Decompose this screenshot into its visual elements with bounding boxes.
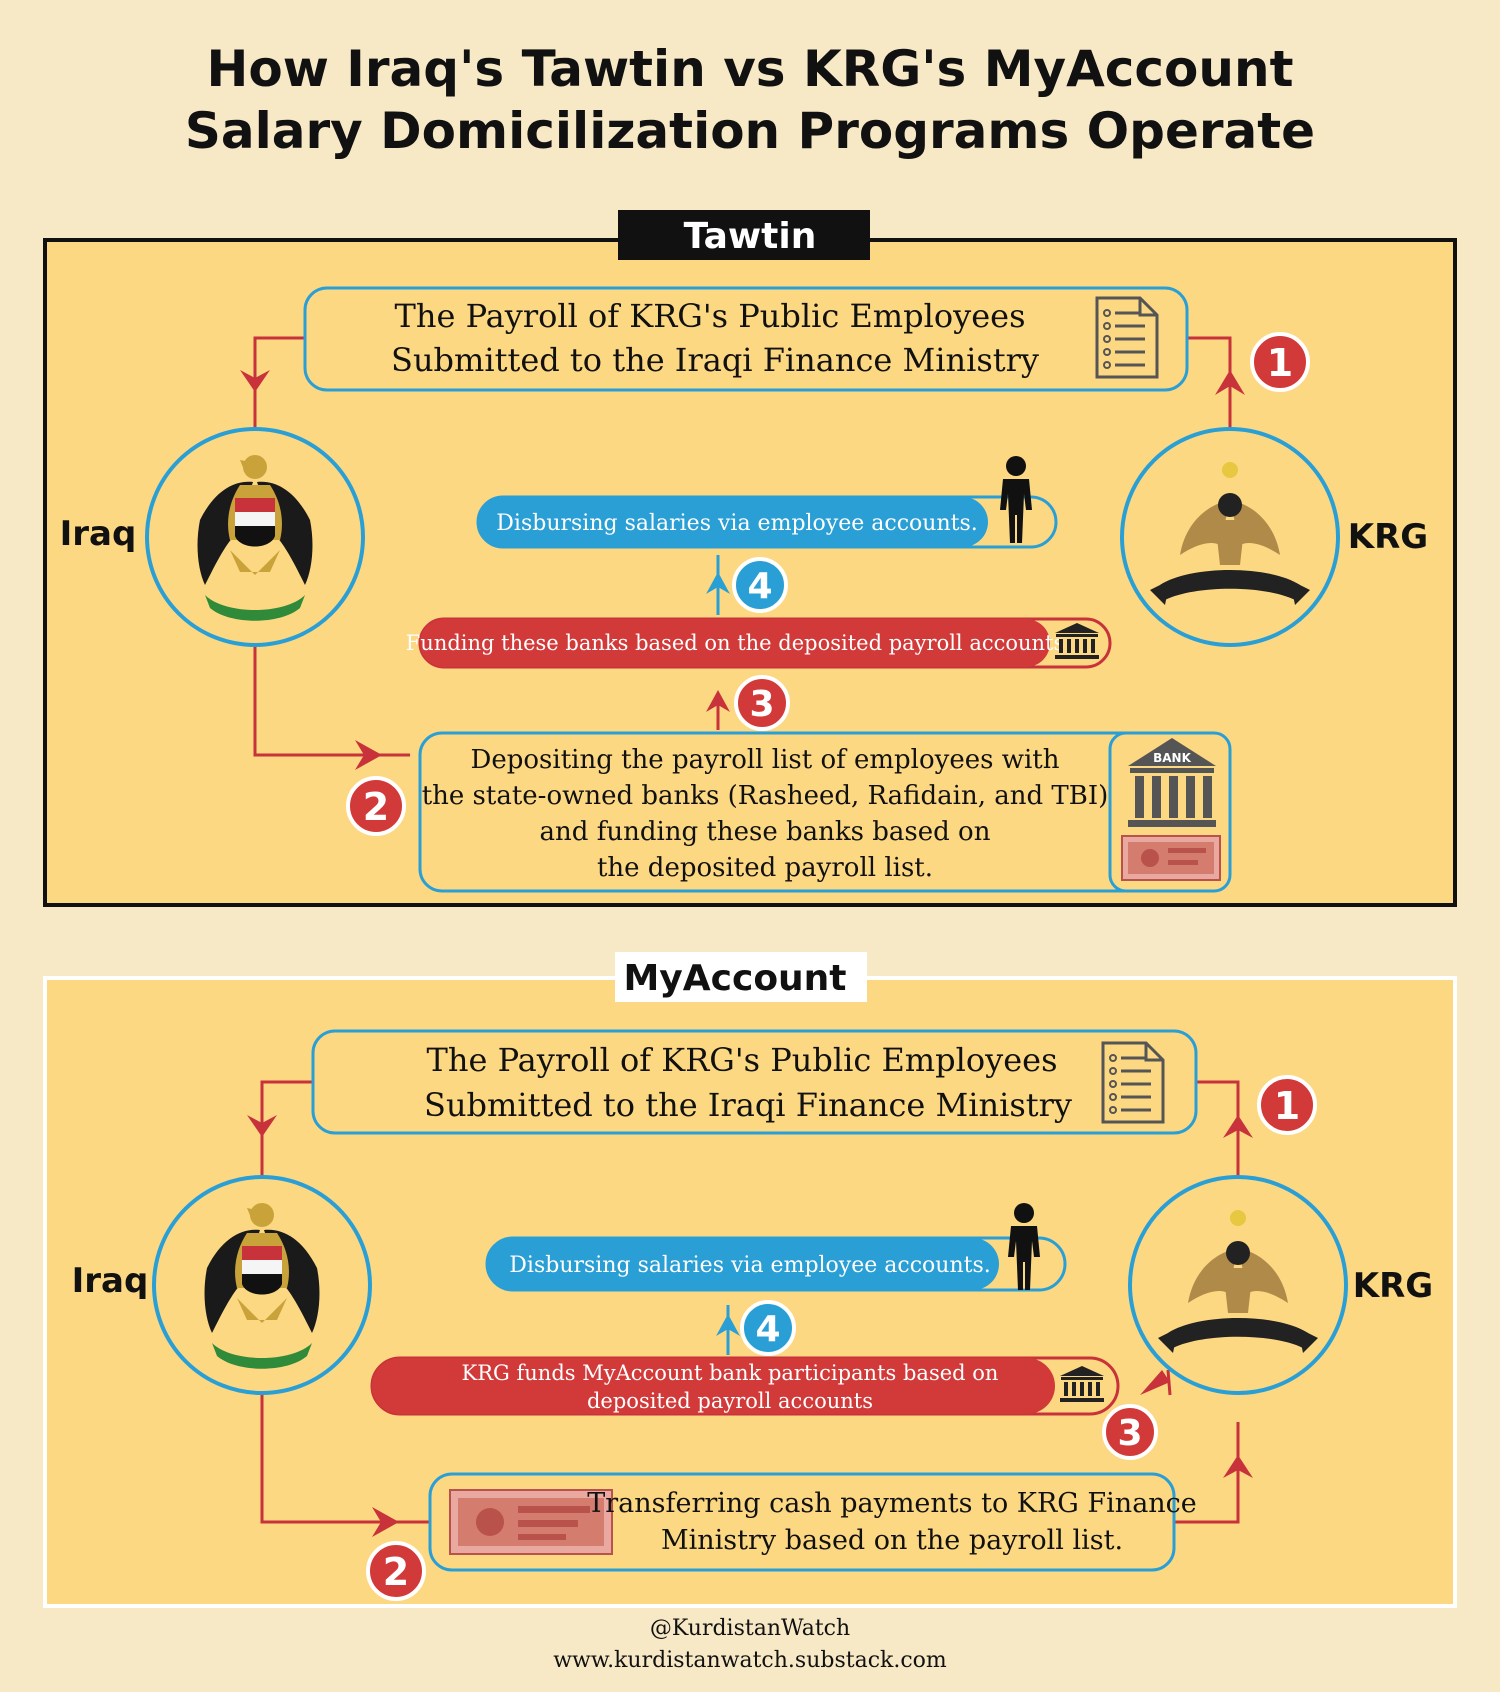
svg-text:4: 4	[755, 1309, 780, 1350]
dinar-banknote-icon	[449, 1489, 613, 1555]
svg-text:3: 3	[1117, 1413, 1142, 1454]
tawtin-depositing-line-3: and funding these banks based on	[540, 817, 991, 847]
myaccount-funding-pill	[372, 1358, 1055, 1414]
iraq-eagle-emblem-icon	[197, 455, 313, 621]
myaccount-payroll-line-2: Submitted to the Iraqi Finance Ministry	[424, 1086, 1072, 1124]
myaccount-step-1-badge: 1	[1257, 1075, 1317, 1135]
myaccount-transfer-line-1: Transferring cash payments to KRG Financ…	[587, 1488, 1197, 1519]
document-list-icon	[1095, 296, 1159, 379]
tawtin-payroll-line-1: The Payroll of KRG's Public Employees	[395, 297, 1026, 335]
tawtin-arrowhead-right	[355, 740, 382, 770]
bank-building-icon: BANK	[1128, 738, 1216, 827]
bank-icon	[1060, 1366, 1104, 1402]
myaccount-arrowhead-up-right	[1223, 1115, 1253, 1138]
myaccount-connector-krg-to-payroll	[1196, 1080, 1240, 1180]
myaccount-krg-label: KRG	[1353, 1266, 1433, 1306]
tawtin-funding-pill	[420, 619, 1050, 667]
svg-text:4: 4	[747, 566, 772, 607]
tawtin-krg-label: KRG	[1348, 517, 1428, 557]
tawtin-depositing-line-1: Depositing the payroll list of employees…	[471, 745, 1060, 775]
myaccount-arrowhead-down-left	[247, 1115, 277, 1137]
svg-text:2: 2	[363, 785, 389, 829]
myaccount-disbursing-text: Disbursing salaries via employee account…	[509, 1253, 990, 1278]
bank-sign-text: BANK	[1153, 751, 1191, 765]
main-title: How Iraq's Tawtin vs KRG's MyAccount Sal…	[0, 38, 1500, 162]
myaccount-connector-iraq-to-transfer	[260, 1392, 430, 1524]
krg-eagle-emblem-icon	[1158, 1210, 1318, 1353]
myaccount-arrowhead-right	[372, 1507, 399, 1537]
tawtin-panel: Tawtin The Payroll of KRG's Public Emplo…	[43, 210, 1457, 907]
myaccount-iraq-label: Iraq	[72, 1261, 149, 1301]
tawtin-step-2-badge: 2	[346, 776, 406, 836]
tawtin-step-1-badge: 1	[1250, 332, 1310, 392]
tawtin-payroll-box	[303, 286, 1189, 392]
tawtin-funding-text: Funding these banks based on the deposit…	[406, 631, 1065, 655]
tawtin-iraq-label: Iraq	[60, 514, 137, 554]
svg-text:3: 3	[749, 684, 774, 725]
main-title-line-1: How Iraq's Tawtin vs KRG's MyAccount	[206, 40, 1294, 98]
myaccount-panel: MyAccount The Payroll of KRG's Public Em…	[43, 952, 1457, 1608]
myaccount-payroll-line-1: The Payroll of KRG's Public Employees	[427, 1041, 1058, 1079]
iraq-eagle-emblem-icon	[204, 1203, 320, 1369]
tawtin-arrowhead-down-left	[240, 370, 270, 392]
bank-icon	[1055, 623, 1099, 659]
tawtin-title: Tawtin	[684, 216, 817, 257]
tawtin-arrowhead-4	[706, 572, 730, 594]
tawtin-arrowhead-up-right	[1215, 370, 1245, 395]
myaccount-title: MyAccount	[623, 958, 846, 999]
myaccount-connector-payroll-to-iraq	[260, 1080, 313, 1180]
main-title-line-2: Salary Domicilization Programs Operate	[184, 102, 1316, 160]
myaccount-disbursing-pill	[487, 1238, 999, 1290]
krg-eagle-emblem-icon	[1150, 462, 1310, 605]
myaccount-arrowhead-4	[716, 1314, 740, 1336]
svg-text:1: 1	[1267, 341, 1293, 385]
tawtin-arrowhead-3	[706, 690, 730, 712]
myaccount-funding-line-1: KRG funds MyAccount bank participants ba…	[462, 1361, 999, 1385]
document-list-icon	[1101, 1041, 1165, 1124]
myaccount-arrowhead-up-bottom	[1223, 1455, 1253, 1478]
myaccount-payroll-box	[311, 1029, 1198, 1135]
myaccount-connector-krg-to-funding	[1166, 1369, 1172, 1396]
tawtin-connector-krg-to-payroll	[1188, 336, 1232, 430]
tawtin-title-tab	[618, 210, 870, 260]
myaccount-funding-line-2: deposited payroll accounts	[587, 1389, 873, 1413]
myaccount-transfer-box	[428, 1472, 1176, 1572]
tawtin-step-4-badge: 4	[732, 557, 788, 613]
myaccount-arrowhead-left	[1140, 1370, 1170, 1395]
dinar-banknote-icon	[1121, 835, 1221, 881]
myaccount-title-tab	[615, 952, 867, 1002]
tawtin-depositing-line-2: the state-owned banks (Rasheed, Rafidain…	[422, 781, 1109, 811]
myaccount-transfer-line-2: Ministry based on the payroll list.	[661, 1525, 1123, 1556]
myaccount-step-4-badge: 4	[740, 1300, 796, 1356]
tawtin-connector-payroll-to-iraq	[253, 336, 305, 430]
myaccount-step-2-badge: 2	[366, 1541, 426, 1601]
tawtin-payroll-line-2: Submitted to the Iraqi Finance Ministry	[391, 341, 1039, 379]
person-icon	[1000, 456, 1032, 543]
tawtin-step-3-badge: 3	[734, 675, 790, 731]
footer-url: www.kurdistanwatch.substack.com	[553, 1648, 947, 1673]
tawtin-depositing-line-4: the deposited payroll list.	[597, 853, 933, 883]
svg-text:2: 2	[383, 1550, 409, 1594]
footer-handle: @KurdistanWatch	[649, 1616, 851, 1641]
myaccount-step-3-badge: 3	[1102, 1404, 1158, 1460]
tawtin-disbursing-text: Disbursing salaries via employee account…	[496, 511, 977, 536]
tawtin-disbursing-pill	[478, 497, 988, 547]
person-icon	[1008, 1203, 1040, 1290]
tawtin-connector-iraq-to-deposit	[253, 645, 410, 757]
svg-text:1: 1	[1274, 1084, 1300, 1128]
